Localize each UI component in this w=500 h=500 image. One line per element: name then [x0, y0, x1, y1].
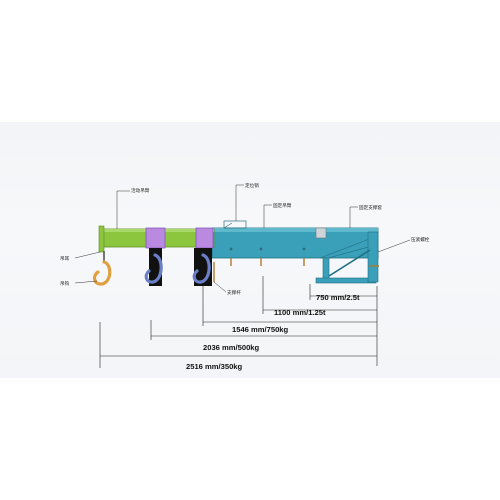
- fixed-arm: [211, 220, 379, 266]
- front-hook: [92, 251, 112, 286]
- label-fixed-arm: 固定吊臂: [273, 202, 292, 209]
- hook-collar-1: [144, 227, 166, 286]
- label-movable-arm: 活动吊臂: [131, 187, 150, 194]
- leader-lines: [74, 184, 411, 293]
- fixed-bracket: [315, 227, 379, 284]
- hook-collar-2: [192, 227, 215, 286]
- label-locating-pin: 定位销: [245, 182, 259, 189]
- dim-text-2036: 2036 mm/500kg: [203, 343, 260, 352]
- label-hook-ear: 吊耳: [60, 256, 70, 262]
- dimension-lines: [99, 276, 378, 368]
- label-support-rod: 支撑杆: [227, 289, 241, 296]
- dim-text-1100: 1100 mm/1.25t: [274, 308, 326, 317]
- dim-text-1546: 1546 mm/750kg: [232, 325, 289, 334]
- label-pressure-bolt: 压紧螺栓: [411, 236, 430, 243]
- label-hook: 吊钩: [60, 280, 70, 287]
- label-fixed-bracket: 固定支撑套: [359, 204, 382, 211]
- dim-text-2516: 2516 mm/350kg: [186, 362, 243, 371]
- dim-text-750: 750 mm/2.5t: [316, 293, 360, 302]
